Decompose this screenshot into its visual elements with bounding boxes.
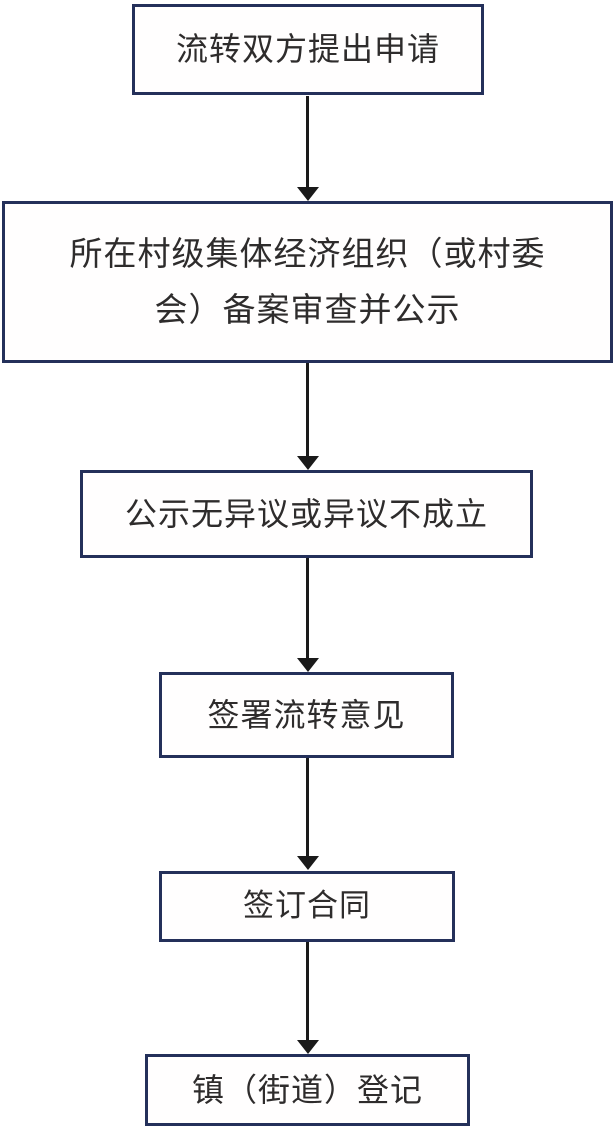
flow-step-sign-contract: 签订合同 xyxy=(159,871,455,942)
flow-step-label: 签署流转意见 xyxy=(207,696,406,733)
arrow-down-icon xyxy=(306,758,309,856)
arrow-down-icon xyxy=(306,942,309,1040)
flow-step-sign-opinion: 签署流转意见 xyxy=(159,672,454,758)
flow-step-label: 镇（街道）登记 xyxy=(191,1071,423,1108)
flow-step-village-review: 所在村级集体经济组织（或村委 会）备案审查并公示 xyxy=(2,201,613,363)
arrow-down-icon xyxy=(306,363,309,456)
flow-step-label: 签订合同 xyxy=(243,888,371,924)
flow-step-no-objection: 公示无异议或异议不成立 xyxy=(80,470,533,558)
flow-step-application: 流转双方提出申请 xyxy=(132,4,484,95)
flow-step-label: 公示无异议或异议不成立 xyxy=(124,495,488,532)
flow-step-label-line2: 会）备案审查并公示 xyxy=(154,291,461,328)
arrow-down-icon xyxy=(306,558,309,658)
flow-step-label: 流转双方提出申请 xyxy=(175,31,440,68)
flow-step-town-registration: 镇（街道）登记 xyxy=(145,1054,470,1126)
arrow-down-icon xyxy=(306,96,309,187)
flow-step-label-line1: 所在村级集体经济组织（或村委 xyxy=(69,235,546,272)
